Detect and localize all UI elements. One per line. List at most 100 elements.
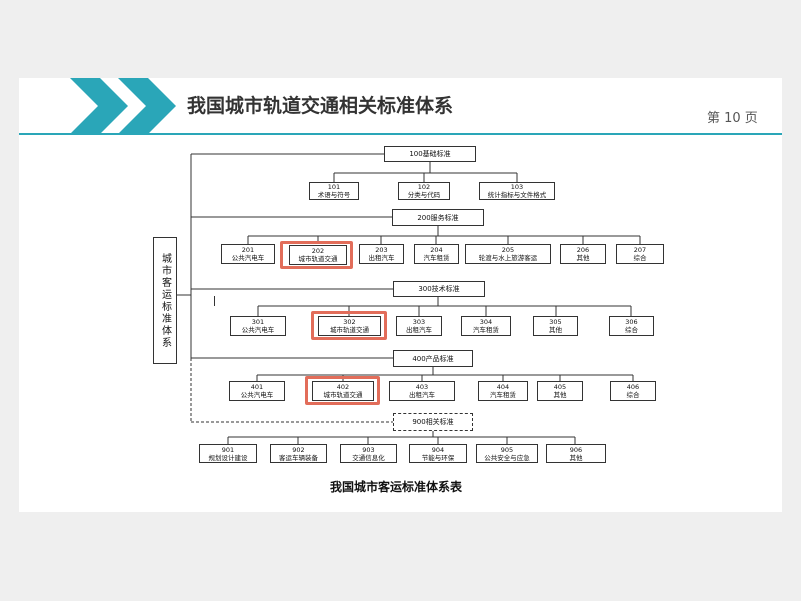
item-name: 综合	[625, 326, 638, 334]
category-label: 200服务标准	[417, 213, 459, 222]
item-name: 城市轨道交通	[330, 326, 369, 334]
header-divider	[19, 133, 782, 135]
stray-mark	[214, 296, 215, 306]
item-code: 203	[375, 246, 388, 254]
item-code: 207	[633, 246, 647, 254]
item-name: 其他	[569, 453, 583, 462]
item-name: 城市轨道交通	[323, 391, 363, 399]
item-code: 303	[412, 318, 426, 326]
category-box-300: 300技术标准	[393, 281, 485, 297]
category-box-200: 200服务标准	[392, 209, 484, 226]
highlight-frame-302	[311, 311, 387, 340]
item-name: 统计指标与文件格式	[487, 191, 547, 199]
category-label: 100基础标准	[409, 150, 451, 158]
item-code: 406	[626, 383, 640, 391]
item-code: 301	[251, 318, 265, 326]
category-label: 400产品标准	[412, 354, 454, 363]
item-name: 公共安全与应急	[484, 453, 530, 462]
page-title: 我国城市轨道交通相关标准体系	[187, 95, 454, 117]
item-code: 201	[241, 246, 255, 254]
item-name: 其他	[576, 254, 590, 262]
side-label: 城市客运标准体系	[159, 252, 171, 349]
item-code: 904	[431, 445, 445, 454]
chevron-decoration-icon	[70, 78, 176, 134]
item-name: 综合	[633, 254, 647, 262]
item-code: 906	[569, 445, 583, 454]
item-name: 出租汽车	[409, 391, 435, 399]
highlight-frame-202	[280, 241, 353, 269]
item-name: 公共汽电车	[240, 391, 274, 399]
item-name: 出租汽车	[368, 254, 395, 262]
item-name: 规划设计建设	[208, 453, 248, 462]
item-code: 905	[500, 445, 514, 454]
item-code: 306	[625, 318, 638, 326]
item-name: 轮渡与水上旅游客运	[478, 254, 538, 262]
item-name: 节能与环保	[421, 453, 455, 462]
item-name: 汽车租赁	[473, 326, 499, 334]
item-code: 302	[343, 318, 356, 326]
item-name: 城市轨道交通	[298, 255, 338, 263]
item-name: 汽车租赁	[490, 391, 516, 399]
item-code: 901	[221, 445, 235, 454]
category-box-100: 100基础标准	[384, 146, 476, 162]
category-label: 300技术标准	[418, 285, 460, 293]
item-name: 出租汽车	[406, 326, 432, 334]
item-name: 公共汽电车	[231, 254, 265, 262]
side-label-box: 城市客运标准体系	[153, 237, 177, 364]
item-code: 403	[415, 383, 429, 391]
item-name: 汽车租赁	[423, 254, 450, 262]
item-name: 其他	[549, 326, 562, 334]
item-code: 202	[311, 247, 325, 255]
item-name: 客运车辆装备	[279, 453, 318, 462]
item-code: 405	[553, 383, 567, 391]
page-number: 第 10 页	[707, 111, 758, 126]
item-name: 术语与符号	[317, 191, 351, 199]
item-code: 205	[501, 246, 515, 254]
item-code: 101	[327, 183, 341, 191]
item-name: 公共汽电车	[241, 326, 275, 334]
diagram-caption: 我国城市客运标准体系表	[330, 480, 463, 494]
item-code: 102	[417, 183, 431, 191]
item-code: 402	[336, 383, 350, 391]
item-name: 交通信息化	[352, 453, 385, 462]
item-name: 综合	[626, 391, 640, 399]
item-code: 305	[549, 318, 562, 326]
item-code: 401	[250, 383, 264, 391]
category-label: 900相关标准	[412, 418, 454, 426]
item-name: 其他	[553, 391, 567, 399]
item-code: 404	[496, 383, 510, 391]
item-code: 206	[576, 246, 590, 254]
item-name: 分类与代码	[407, 191, 441, 199]
highlight-frame-402	[305, 376, 380, 405]
item-code: 103	[510, 183, 524, 191]
